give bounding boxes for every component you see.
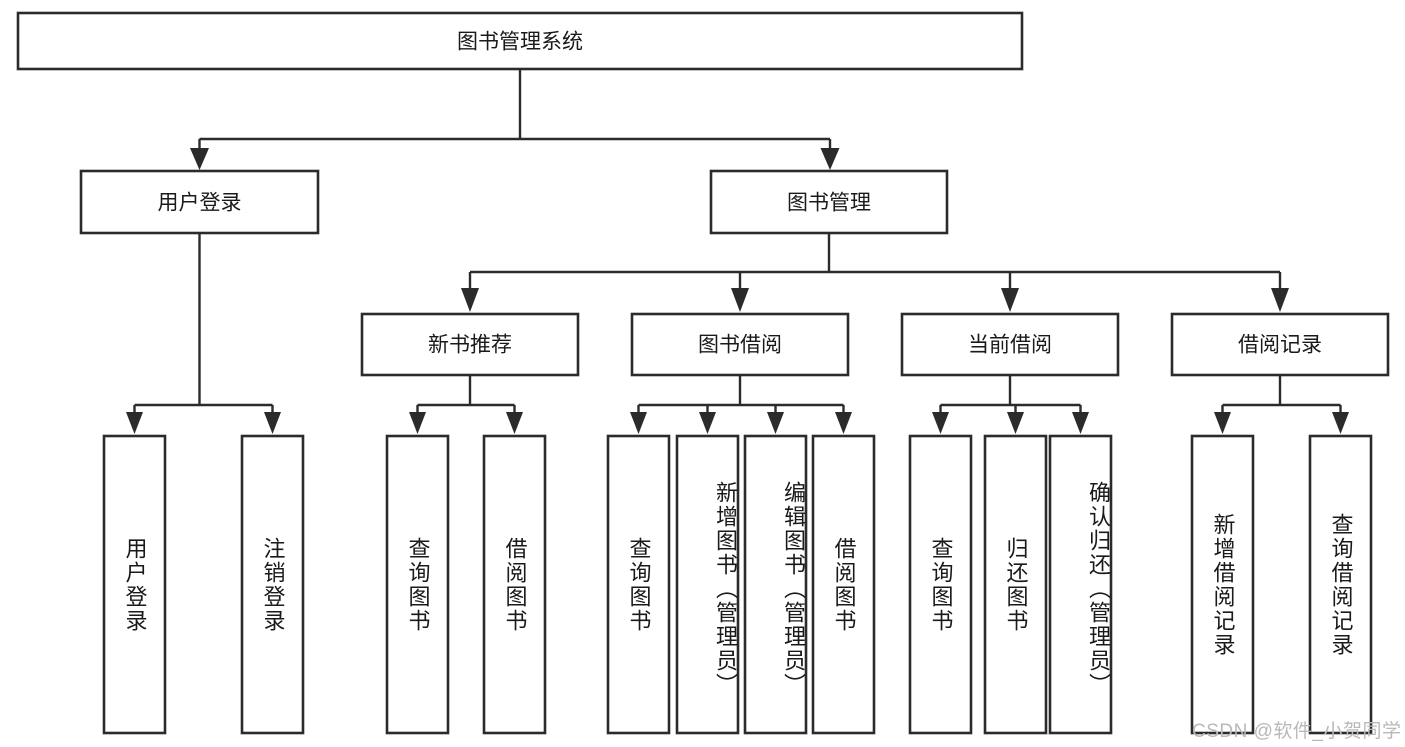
leaf-query-books-3-box[interactable] [908,434,973,735]
connector-root-to-level2 [190,69,840,170]
node-borrow-records-label: 借阅记录 [1238,334,1322,357]
node-borrow-records[interactable]: 借阅记录 [1170,312,1390,377]
csdn-watermark: CSDN @软件_小贺同学 [1192,721,1402,742]
leaf-borrow-books-1-box[interactable] [482,434,547,735]
node-book-borrow-box[interactable] [630,312,850,377]
leaf-query-books-1-box[interactable] [385,434,450,735]
node-user-login-label: 用户登录 [158,192,242,215]
leaf-edit-book-admin-box[interactable] [743,434,808,735]
node-root-box[interactable] [16,11,1024,71]
leaf-user-login-box[interactable] [102,434,167,735]
node-book-borrow[interactable]: 图书借阅 [630,312,850,377]
connector-bookmgmt-to-level3 [461,233,1289,312]
connector-records-to-leaves [1214,375,1349,434]
connector-current-to-leaves [932,375,1089,434]
node-new-book-recommend[interactable]: 新书推荐 [360,312,580,377]
leaf-borrow-books-2-box[interactable] [811,434,876,735]
leaf-add-borrow-record-box[interactable] [1190,434,1255,735]
node-book-borrow-label: 图书借阅 [698,334,782,357]
node-borrow-records-box[interactable] [1170,312,1390,377]
node-current-borrow-label: 当前借阅 [968,334,1052,357]
node-current-borrow-box[interactable] [900,312,1120,377]
node-current-borrow[interactable]: 当前借阅 [900,312,1120,377]
node-user-login[interactable]: 用户登录 [79,169,320,235]
connector-borrow-to-leaves [630,375,852,434]
node-book-management[interactable]: 图书管理 [709,169,949,235]
node-new-book-recommend-label: 新书推荐 [428,334,512,357]
node-user-login-box[interactable] [79,169,320,235]
node-book-management-label: 图书管理 [787,192,871,215]
node-root-label: 图书管理系统 [457,31,583,54]
leaf-return-books-box[interactable] [983,434,1048,735]
leaf-logout-login-box[interactable] [240,434,305,735]
leaf-add-book-admin-box[interactable] [675,434,740,735]
node-new-book-recommend-box[interactable] [360,312,580,377]
connector-recommend-to-leaves [409,375,523,434]
leaf-query-books-2-box[interactable] [606,434,671,735]
connector-userlogin-to-leaves [126,233,281,434]
leaf-query-borrow-record-box[interactable] [1308,434,1373,735]
node-root[interactable]: 图书管理系统 [16,11,1024,71]
node-book-management-box[interactable] [709,169,949,235]
leaf-confirm-return-admin-box[interactable] [1048,434,1113,735]
